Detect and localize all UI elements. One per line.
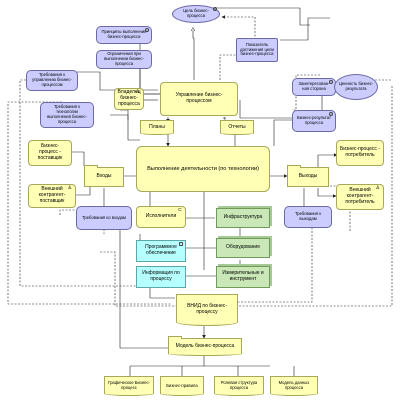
- link-left-model: [119, 210, 170, 349]
- main-activity-node[interactable]: Выполнение деятельности (по технологии): [136, 146, 270, 192]
- req-inputs-node[interactable]: Требования ко входам: [76, 206, 132, 230]
- role-icon: ⊂: [177, 207, 182, 213]
- software-node[interactable]: Программное обеспечение: [136, 240, 186, 262]
- link-right-top-goal: [209, 7, 310, 26]
- stakeholder-node[interactable]: Заинтересован-ная сторона: [292, 78, 336, 96]
- object-tab-shape: [287, 165, 302, 168]
- link-req-tech-activity: [110, 114, 140, 141]
- inputs-node[interactable]: Входы: [84, 165, 124, 187]
- management-node[interactable]: Управление бизнес-процессом: [160, 82, 238, 116]
- link-req-inputs-left: [59, 209, 75, 215]
- link-result-activity: [273, 119, 292, 146]
- principles-node[interactable]: Принципы выполнения бизнес-процесса: [96, 26, 152, 44]
- actor-icon: ♙: [67, 185, 72, 191]
- business-result-node[interactable]: Бизнес-результат процесса: [292, 110, 336, 132]
- executors-node[interactable]: Исполнители ⊂: [136, 206, 186, 228]
- link-outputs-right: [330, 185, 351, 232]
- actor-icon: ♙: [135, 89, 140, 95]
- link-req-management-vnd: [19, 79, 170, 287]
- component-icon: [179, 242, 183, 246]
- link-top-right: [280, 26, 309, 41]
- data-model-node[interactable]: Модель данных процесса: [270, 376, 318, 396]
- external-consumer-node[interactable]: Внешний контрагент-потребитель ♙: [336, 184, 384, 210]
- link-req-tech-vnd: [7, 101, 172, 305]
- actor-icon: ♙: [375, 185, 380, 191]
- req-technology-node[interactable]: Требования к технологии выполнения бизне…: [40, 102, 94, 128]
- result-icon: [329, 112, 333, 116]
- infrastructure-node[interactable]: Инфраструктура: [216, 208, 270, 228]
- roles-node[interactable]: Ролевая структура процесса: [214, 376, 264, 396]
- goal-icon: [213, 7, 217, 11]
- req-outputs-node[interactable]: Требования к выходам: [284, 206, 332, 228]
- graphic-node[interactable]: Графическое Бизнес-процесс: [104, 376, 154, 396]
- object-tab-shape: [168, 336, 183, 339]
- stakeholder-icon: [329, 80, 333, 84]
- link-outputs-consumer: [317, 153, 338, 167]
- link-management-goal: [193, 28, 194, 80]
- vnd-node[interactable]: ВНИД по бизнес-процессу: [176, 294, 238, 326]
- rules-node[interactable]: Бизнес-правила: [160, 376, 204, 396]
- goal-node[interactable]: Цель бизнес-процесса: [172, 5, 220, 23]
- constraints-node[interactable]: Ограничения при выполнении бизнес-процес…: [96, 50, 152, 69]
- link-indicator-goal: [221, 15, 256, 40]
- consumer-process-node[interactable]: Бизнес-процесс - потребитель: [336, 140, 384, 166]
- link-req-outputs-vnd: [238, 224, 313, 303]
- process-info-node[interactable]: Информация по процессу: [136, 266, 186, 288]
- link-outputs-external: [317, 188, 337, 198]
- outputs-node[interactable]: Выходы: [287, 165, 329, 187]
- model-node[interactable]: Модель бизнес-процесса: [168, 336, 242, 356]
- reports-node[interactable]: Отчеты: [220, 120, 254, 135]
- link-software-vnd: [100, 251, 176, 307]
- plans-node[interactable]: Планы: [140, 120, 174, 135]
- external-supplier-node[interactable]: Внешний контрагент-поставщик ♙: [28, 184, 76, 208]
- link-result-reports: [239, 100, 292, 119]
- principle-icon: [145, 28, 149, 32]
- measuring-tools-node[interactable]: Измерительные и инструмент: [216, 266, 270, 288]
- req-management-node[interactable]: Требования к управлению бизнес-процессом: [26, 70, 78, 91]
- object-tab-shape: [84, 165, 99, 168]
- link-value-vnd: [238, 86, 393, 307]
- link-req-tech-2: [120, 109, 129, 120]
- owner-node[interactable]: Владелец бизнес-процесса ♙: [114, 88, 144, 110]
- link-external-supplier-inputs: [76, 184, 91, 196]
- supplier-process-node[interactable]: Бизнес-процесс - поставщик: [28, 140, 72, 166]
- link-info-vnd: [149, 286, 175, 299]
- indicator-node[interactable]: Показатель достижения цели бизнес-процес…: [236, 38, 278, 62]
- value-node[interactable]: Ценность бизнес-результата: [334, 74, 378, 100]
- equipment-node[interactable]: Оборудование: [216, 238, 270, 258]
- link-management-indicator: [219, 54, 236, 80]
- link-top-right-2: [307, 17, 330, 26]
